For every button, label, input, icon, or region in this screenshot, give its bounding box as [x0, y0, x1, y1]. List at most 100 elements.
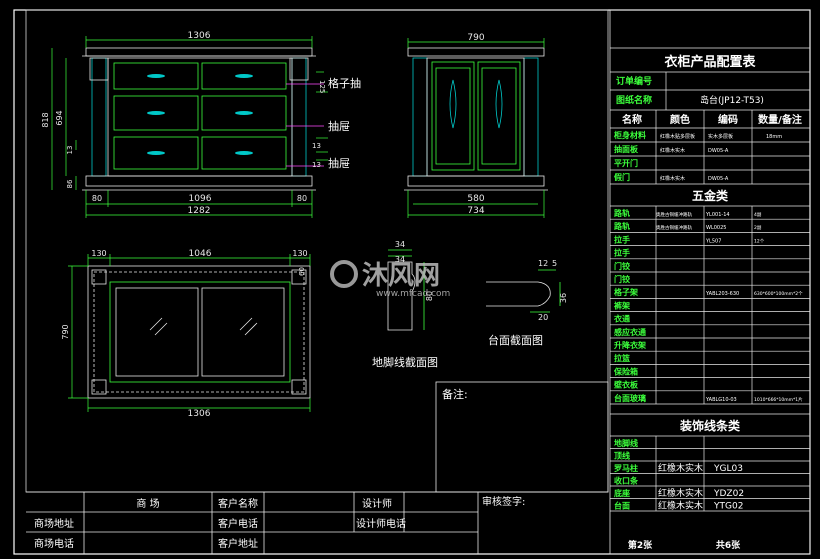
hardware-row-name: 感应衣通 — [614, 327, 646, 337]
front-callout-leaders — [286, 83, 324, 167]
dim-height-top: 13 — [66, 146, 74, 155]
front-view — [82, 47, 316, 191]
base-section-caption: 地脚线截面图 — [372, 355, 438, 369]
hardware-row-code: YABLG10-03 — [705, 397, 737, 403]
config-table-title: 衣柜产品配置表 — [664, 54, 756, 70]
hardware-row-name: 门铰 — [614, 261, 630, 271]
dim-height-total: 818 — [41, 112, 50, 127]
sheet-number: 第2张 — [628, 539, 653, 551]
config-row-code: 实木多层板 — [708, 133, 733, 140]
dim-top-12: 12 — [538, 259, 548, 268]
trim-row-code: YDZ02 — [713, 489, 744, 499]
trim-row-color: 红橡木实木 — [658, 487, 703, 499]
label-grid-drawer: 格子抽 — [328, 76, 361, 90]
dim-front-inner: 1096 — [189, 194, 212, 204]
trim-row-code: YTG02 — [713, 502, 743, 512]
dim-plan-mid: 1046 — [189, 249, 212, 259]
dim-base-top: 34 — [395, 240, 405, 249]
plan-dimension-lines — [68, 254, 311, 412]
review-label: 审核签字: — [482, 495, 525, 508]
dim-plan-60: 60 — [298, 267, 306, 276]
config-row-code: DW05-A — [708, 176, 729, 182]
customer-address-label: 客户地址 — [218, 537, 258, 550]
top-section — [486, 269, 561, 313]
dim-top-20: 20 — [538, 313, 548, 322]
front-dimension-lines — [51, 36, 328, 218]
notes-label: 备注: — [442, 387, 468, 401]
trim-row-name: 底座 — [613, 488, 630, 498]
dim-base-height: 80 — [425, 291, 434, 301]
config-row-name: 柜身材料 — [613, 130, 646, 140]
dim-plan-bottom: 1306 — [188, 409, 211, 419]
drawing-name-value: 岛台(JP12-T53) — [700, 94, 764, 106]
hardware-row-color: 奥胜古铜缓冲路轨 — [656, 211, 692, 218]
designer-label: 设计师 — [362, 497, 392, 510]
dim-top-5: 5 — [552, 259, 557, 268]
dim-125: 125 — [318, 80, 326, 93]
dim-13b: 13 — [312, 161, 321, 169]
config-table-frame — [609, 9, 811, 555]
hardware-row-code: YL507 — [705, 238, 721, 244]
config-row-color: 红橡木贴多层板 — [660, 133, 695, 140]
drawer-handles — [147, 74, 253, 155]
top-section-caption: 台面截面图 — [488, 333, 543, 347]
trim-row-color: 红橡木实木 — [658, 500, 703, 512]
trim-row-name: 罗马柱 — [614, 463, 638, 473]
hardware-row-name: 格子架 — [614, 287, 638, 297]
config-row-color: 红橡木实木 — [660, 147, 685, 154]
side-dimension-lines — [407, 38, 545, 218]
hardware-row-color: 奥胜古铜缓冲路轨 — [656, 224, 692, 231]
hardware-row-code: WL0025 — [706, 225, 726, 231]
hardware-row-code: YABL203-630 — [705, 291, 739, 297]
trim-section-title: 装饰线条类 — [679, 418, 741, 433]
label-drawer-2: 抽屉 — [328, 156, 350, 170]
side-view — [404, 47, 548, 191]
hardware-section-title: 五金类 — [692, 188, 729, 203]
dim-side-total: 734 — [467, 206, 484, 216]
trim-row-name: 台面 — [614, 501, 630, 511]
watermark-logo-icon — [330, 260, 358, 288]
dim-top-36: 36 — [559, 293, 568, 303]
dim-plan-right: 130 — [292, 249, 307, 258]
plan-view — [87, 265, 311, 399]
hardware-row-name: 台面玻璃 — [614, 393, 646, 403]
designer-phone-label: 设计师电话 — [356, 517, 406, 530]
hardware-row-code: YL001-14 — [705, 212, 730, 218]
drawing-name-label: 图纸名称 — [616, 94, 652, 106]
mall-phone-label: 商场电话 — [34, 537, 74, 550]
dim-height-mid: 694 — [55, 110, 64, 125]
hardware-row-name: 路轨 — [614, 208, 630, 218]
trim-row-code: YGL03 — [713, 464, 743, 474]
config-header: 数量/备注 — [758, 113, 802, 126]
base-section — [387, 249, 425, 331]
watermark-brand: 沐风网 — [362, 261, 440, 291]
dim-height-base: 86 — [66, 179, 74, 188]
watermark: 沐风网 www.mfcad.com — [330, 260, 450, 299]
trim-row-color: 红橡木实木 — [658, 462, 703, 474]
mall-label: 商 场 — [136, 497, 159, 510]
hardware-row-qty: 1010*666*10mm*1片 — [754, 396, 803, 403]
dim-base-mid: 34 — [395, 255, 405, 264]
config-header: 编码 — [718, 113, 738, 126]
hardware-row-qty: 2副 — [754, 224, 762, 231]
config-row-name: 抽面板 — [614, 144, 639, 154]
config-header: 名称 — [622, 113, 642, 126]
hardware-row-qty: 4副 — [754, 211, 762, 218]
config-row-name: 平开门 — [614, 158, 638, 168]
hardware-row-name: 门铰 — [614, 274, 630, 284]
dim-plan-height: 790 — [61, 324, 70, 339]
config-row-qty: 18mm — [766, 134, 782, 140]
sheet-total: 共6张 — [716, 539, 741, 551]
hardware-row-qty: 12个 — [754, 238, 765, 244]
config-header: 颜色 — [670, 113, 690, 126]
order-number-label: 订单编号 — [616, 75, 652, 87]
dim-side-inner: 580 — [467, 194, 484, 204]
dim-front-total: 1282 — [188, 206, 211, 216]
config-row-name: 假门 — [614, 172, 630, 182]
config-row-code: DW05-A — [708, 148, 729, 154]
hardware-row-qty: 630*600*100mm*2个 — [754, 291, 803, 297]
trim-row-name: 地脚线 — [614, 438, 638, 448]
dim-side-top: 790 — [467, 33, 484, 43]
